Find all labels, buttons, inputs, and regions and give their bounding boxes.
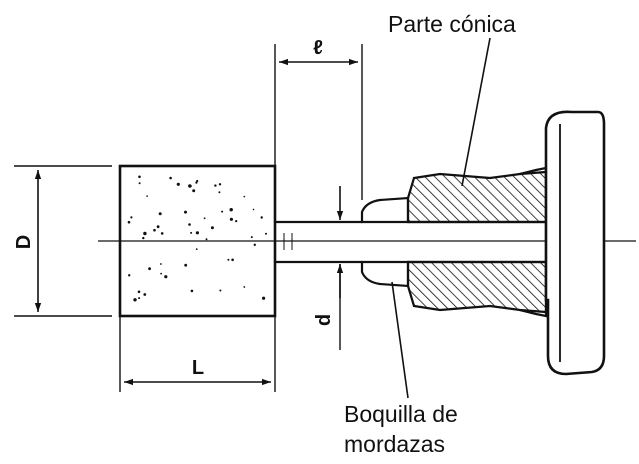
- leader-lines: [391, 37, 491, 399]
- abrasive-grain: [195, 181, 198, 184]
- abrasive-grain: [160, 263, 162, 265]
- abrasive-grain: [243, 195, 246, 198]
- label-d: d: [313, 314, 335, 326]
- abrasive-grain: [148, 267, 152, 271]
- abrasive-grain: [250, 236, 253, 239]
- abrasive-grain: [138, 297, 141, 300]
- abrasive-grain: [265, 232, 267, 235]
- abrasive-grain: [143, 231, 147, 236]
- abrasive-grain: [188, 223, 191, 226]
- abrasive-grain: [203, 217, 206, 220]
- abrasive-grain: [137, 290, 141, 294]
- callout-collet-line2: mordazas: [344, 431, 445, 457]
- abrasive-grain: [243, 286, 246, 288]
- abrasive-grain: [133, 298, 137, 302]
- abrasive-grain: [218, 191, 221, 194]
- abrasive-grain: [229, 208, 233, 212]
- label-l: ℓ: [313, 37, 323, 59]
- abrasive-grain: [160, 272, 163, 275]
- collet-upper-jaw: [360, 196, 410, 224]
- abrasive-grain: [210, 226, 214, 230]
- abrasive-grain: [153, 228, 156, 232]
- abrasive-grain: [128, 274, 131, 277]
- abrasive-grain: [130, 216, 133, 219]
- abrasive-grain: [214, 184, 217, 187]
- abrasive-grain: [262, 296, 266, 300]
- collet-lower-jaw: [360, 260, 410, 288]
- abrasive-grain: [253, 243, 256, 246]
- abrasive-grain: [260, 216, 263, 219]
- abrasive-grain: [146, 195, 148, 197]
- abrasive-grain: [219, 289, 222, 292]
- dimension-L: [119, 316, 276, 392]
- abrasive-grain: [184, 263, 188, 267]
- abrasive-grain: [142, 236, 145, 240]
- abrasive-grain: [221, 210, 224, 213]
- abrasive-grain: [190, 289, 194, 293]
- conical-sleeve-lower: [406, 260, 548, 314]
- spindle-housing: [544, 110, 606, 376]
- abrasive-texture: [127, 175, 267, 302]
- abrasive-grain: [127, 220, 131, 224]
- callout-conical-part: Parte cónica: [388, 11, 516, 37]
- dimension-D: [14, 165, 112, 317]
- collet-chuck: [360, 110, 606, 376]
- abrasive-grain: [188, 184, 192, 188]
- abrasive-grain: [138, 175, 141, 179]
- abrasive-grain: [218, 183, 222, 186]
- abrasive-grain: [231, 258, 234, 262]
- abrasive-grain: [205, 238, 208, 241]
- shank: [275, 220, 362, 264]
- abrasive-grain: [156, 225, 160, 229]
- abrasive-grain: [184, 210, 187, 214]
- abrasive-grain: [176, 182, 180, 186]
- label-L: L: [192, 357, 204, 379]
- abrasive-grain: [235, 220, 238, 223]
- conical-sleeve-upper: [406, 170, 548, 224]
- abrasive-grain: [229, 217, 233, 221]
- abrasive-grain: [143, 293, 147, 296]
- abrasive-grain: [192, 189, 196, 193]
- abrasive-grain: [158, 212, 162, 216]
- abrasive-grain: [190, 231, 193, 234]
- abrasive-grain: [138, 182, 141, 185]
- abrasive-grain: [227, 258, 230, 261]
- abrasive-grain: [160, 232, 164, 235]
- abrasive-grain: [195, 248, 198, 251]
- abrasive-grain: [169, 176, 172, 180]
- label-D: D: [13, 235, 35, 249]
- abrasive-grain: [252, 208, 255, 211]
- dimension-l: [274, 44, 363, 200]
- abrasive-grain: [164, 275, 168, 279]
- callout-collet-line1: Boquilla de: [344, 401, 458, 427]
- grinding-wheel: [118, 164, 277, 318]
- abrasive-grain: [195, 231, 199, 235]
